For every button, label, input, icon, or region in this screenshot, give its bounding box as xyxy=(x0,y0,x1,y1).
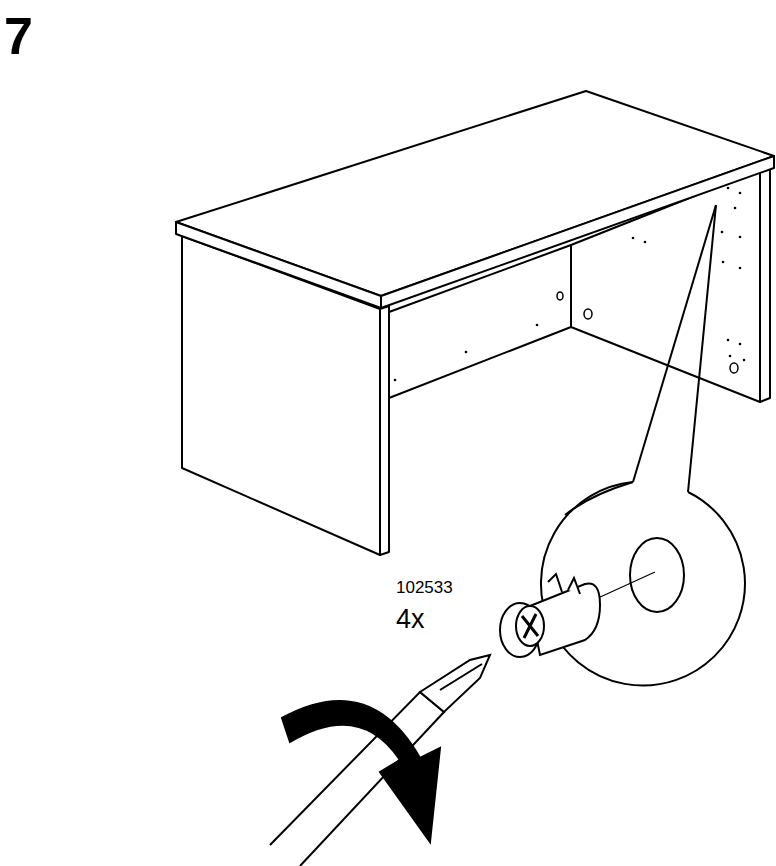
desk xyxy=(176,91,774,555)
cam-lock xyxy=(500,574,600,657)
right-panel-edge xyxy=(760,166,770,402)
screwdriver xyxy=(270,655,490,866)
quantity: 4x xyxy=(396,606,425,633)
left-panel-edge xyxy=(380,306,389,555)
desk-top-side xyxy=(381,156,774,308)
drill-hole xyxy=(630,538,684,612)
desk-top-front xyxy=(176,222,381,308)
rotation-arrow xyxy=(282,701,440,842)
part-number: 102533 xyxy=(396,579,453,596)
step-number: 7 xyxy=(4,10,33,62)
